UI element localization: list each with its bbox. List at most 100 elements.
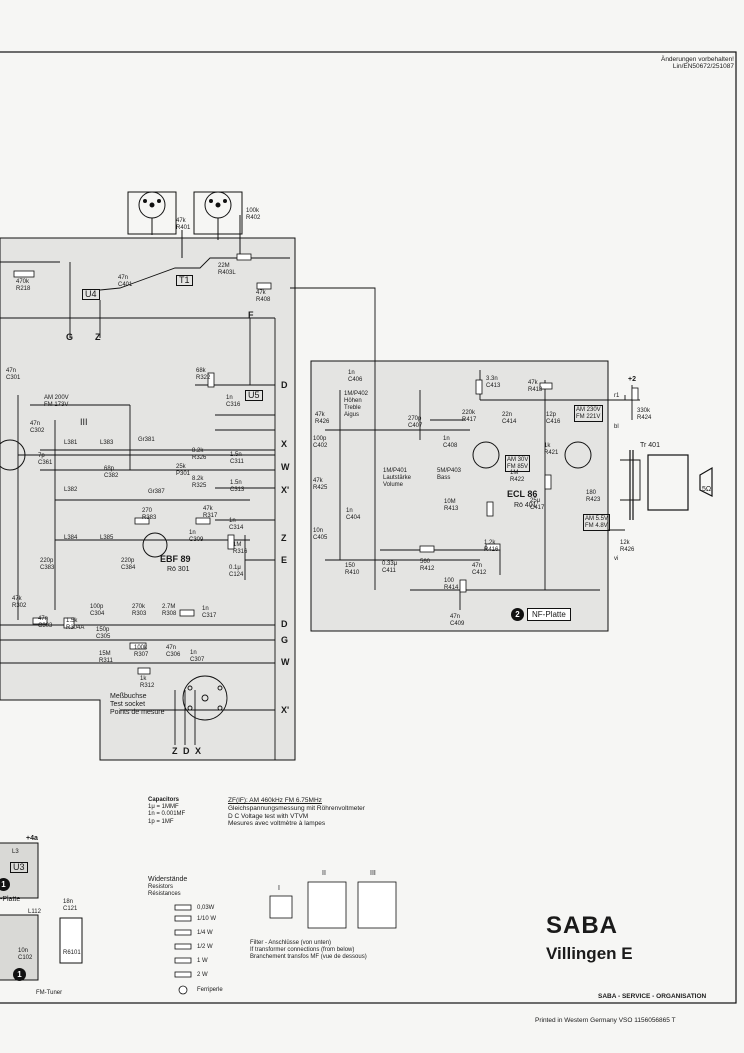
stage-three-label: III [80,417,88,427]
terminal-vi: vi [614,556,619,562]
tube-ecl86-ref: Rö 401 [514,502,537,509]
terminal-d1: D [281,380,288,390]
service-organisation: SABA - SERVICE - ORGANISATION [598,993,707,1000]
filter-connection-diagrams [269,881,397,929]
rating-003w: 0,03W [197,905,215,911]
measuring-socket-label: Meßbuchse Test socket Points de mesure [110,693,165,717]
comp-gr381: Gr381 [138,437,155,443]
nf-board-label: NF-Platte [527,608,571,621]
left-board-bottom-badge: 1 [13,968,26,981]
terminal-z: Z [95,332,101,342]
left-board-top-number: 1 [0,878,10,891]
zf-board-area [0,237,296,761]
input-sockets [127,191,243,258]
switch-u5: U5 [245,390,263,401]
terminal-x1: X [281,439,288,449]
printed-footer: Printed in Western Germany VSO 115605686… [535,1017,676,1024]
resistor-legend-symbols [174,904,192,995]
tube-ecl86: ECL 86 [507,489,538,499]
rating-12w: 1/2 W [197,944,213,950]
left-board-top-label: -Platte [0,896,21,903]
terminal-r1: r1 [614,393,620,399]
comp-gr387: Gr387 [148,489,165,495]
filter-label-1: I [278,885,280,892]
component-symbols [13,253,639,675]
tube-symbols [0,439,592,558]
terminal-bottom-d: D [183,746,190,756]
terminal-w2: W [281,657,290,667]
rating-2w: 2 W [197,972,208,978]
filter-connections-note: Filter - Anschlüsse (von unten) If trans… [250,940,367,960]
speaker-impedance: 5Ω [702,486,712,493]
terminal-plus2: +2 [628,376,636,383]
tube-ebf89: EBF 89 [160,554,191,564]
measurement-note: ZF(IF): AM 460kHz FM 6.75MHz Gleichspann… [228,797,365,828]
comp-l382: L382 [64,487,78,493]
nf-board-badge: 2 NF-Platte [511,608,571,621]
comp-l384: L384 [64,535,78,541]
terminal-g2: G [281,635,289,645]
left-board-bottom-number: 1 [13,968,26,981]
header-notice: Änderungen vorbehalten! Lin/EN50672/2510… [661,56,734,71]
filter-label-3: III [370,870,376,877]
fm-tuner-label: FM-Tuner [36,990,63,996]
tube-ebf89-ref: Rö 301 [167,566,190,573]
test-socket [182,675,228,721]
switch-t1: T1 [176,275,193,286]
filter-label-2: II [322,870,326,877]
terminal-w1: W [281,462,290,472]
rating-14w: 1/4 W [197,930,213,936]
terminal-x3: X' [281,705,290,715]
